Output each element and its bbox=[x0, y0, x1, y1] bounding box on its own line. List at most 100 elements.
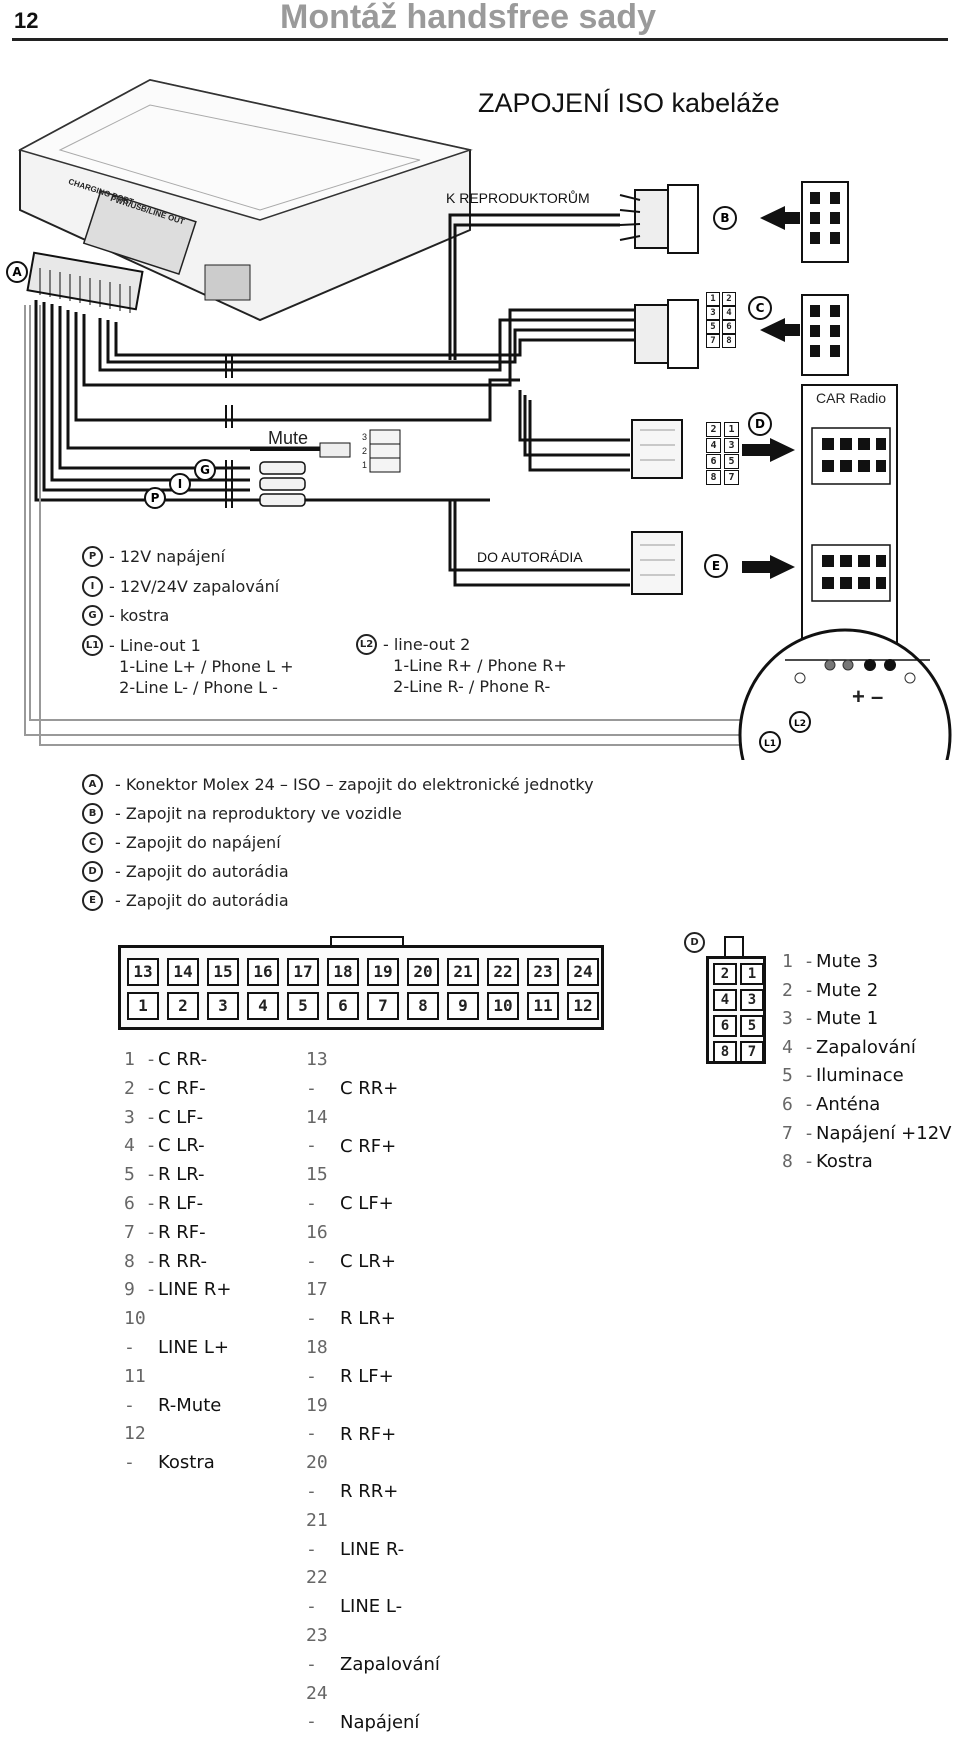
pin-label: Kostra bbox=[816, 1151, 873, 1173]
d-small-pin: 8 bbox=[706, 470, 721, 485]
molex-pin: 14 bbox=[167, 958, 199, 986]
pin-label: LINE R+ bbox=[158, 1279, 232, 1301]
pin-label: R-Mute bbox=[158, 1394, 222, 1416]
pin-legend-row: 6 -R LF- bbox=[124, 1190, 232, 1219]
pin-number: 5 - bbox=[124, 1164, 157, 1186]
pin-number: 7 - bbox=[124, 1221, 157, 1243]
c-pin: 7 bbox=[706, 334, 720, 348]
d-legend-row: 4 -Zapalování bbox=[782, 1034, 951, 1063]
pin-number: 3 - bbox=[124, 1106, 157, 1128]
badge-icon: I bbox=[82, 576, 103, 597]
pin-legend-row: 12 -Kostra bbox=[124, 1420, 232, 1478]
pin-label: C LR- bbox=[158, 1135, 205, 1157]
pin-label: LINE L+ bbox=[158, 1336, 230, 1358]
d-pin: 4 bbox=[713, 989, 737, 1011]
pin-legend-row: 15 -C LF+ bbox=[306, 1161, 440, 1219]
pin-label: C RF+ bbox=[340, 1135, 397, 1157]
legend-text: - line-out 2 1-Line R+ / Phone R+ 2-Line… bbox=[383, 635, 567, 696]
pin-label: Napájení +12V bbox=[816, 1122, 952, 1144]
c-pin: 2 bbox=[722, 292, 736, 306]
molex-pin: 3 bbox=[207, 992, 239, 1020]
molex-pin: 9 bbox=[447, 992, 479, 1020]
legend-text: - Konektor Molex 24 – ISO – zapojit do e… bbox=[115, 775, 594, 794]
molex-pin: 5 bbox=[287, 992, 319, 1020]
pin-number: 14 - bbox=[306, 1106, 328, 1157]
molex-pin: 22 bbox=[487, 958, 519, 986]
svg-text:C: C bbox=[756, 301, 765, 315]
svg-text:E: E bbox=[712, 559, 720, 573]
pin-legend-row: 7 -R RF- bbox=[124, 1219, 232, 1248]
legend-e: E - Zapojit do autorádia bbox=[82, 890, 289, 911]
pin-number: 4 - bbox=[782, 1036, 815, 1058]
pin-number: 10 - bbox=[124, 1308, 146, 1358]
pin-number: 3 - bbox=[782, 1008, 815, 1030]
svg-text:L2: L2 bbox=[794, 719, 806, 729]
badge-icon: B bbox=[82, 803, 103, 824]
molex-pin: 16 bbox=[247, 958, 279, 986]
molex-pin: 8 bbox=[407, 992, 439, 1020]
legend-text: - Line-out 1 1-Line L+ / Phone L + 2-Lin… bbox=[109, 636, 294, 697]
pin-number: 17 - bbox=[306, 1279, 328, 1330]
pin-legend-row: 3 -C LF- bbox=[124, 1104, 232, 1133]
molex-pin: 1 bbox=[127, 992, 159, 1020]
legend-p: P - 12V napájení bbox=[82, 546, 225, 567]
mute-label: Mute bbox=[268, 428, 309, 448]
molex-pin: 7 bbox=[367, 992, 399, 1020]
molex-pin: 19 bbox=[367, 958, 399, 986]
diagram-title: ZAPOJENÍ ISO kabeláže bbox=[478, 88, 780, 118]
d-legend-row: 5 -Iluminace bbox=[782, 1062, 951, 1091]
molex-pin: 15 bbox=[207, 958, 239, 986]
c-pin: 3 bbox=[706, 306, 720, 320]
pin-number: 20 - bbox=[306, 1452, 328, 1502]
pin-label: C RR+ bbox=[340, 1077, 399, 1099]
svg-text:A: A bbox=[12, 265, 22, 279]
header-divider bbox=[12, 38, 948, 41]
molex-pin: 18 bbox=[327, 958, 359, 986]
pin-number: 1 - bbox=[782, 951, 815, 972]
pin-label: Anténa bbox=[816, 1093, 881, 1115]
pin-label: Mute 1 bbox=[816, 1008, 879, 1030]
legend-l2: L2 - line-out 2 1-Line R+ / Phone R+ 2-L… bbox=[356, 634, 567, 697]
d-legend-row: 8 -Kostra bbox=[782, 1148, 951, 1177]
pin-legend-row: 11 -R-Mute bbox=[124, 1363, 232, 1421]
svg-text:D: D bbox=[755, 417, 765, 431]
pin-label: Mute 2 bbox=[816, 979, 879, 1001]
d-pin: 3 bbox=[740, 989, 764, 1011]
d-legend-row: 7 -Napájení +12V bbox=[782, 1120, 951, 1149]
pin-label: LINE L- bbox=[340, 1596, 403, 1618]
legend-b: B - Zapojit na reproduktory ve vozidle bbox=[82, 803, 402, 824]
pin-number: 19 - bbox=[306, 1394, 328, 1445]
d-connector-latch bbox=[724, 936, 744, 958]
badge-d-icon: D bbox=[684, 932, 705, 953]
d-legend-row: 1 -Mute 3 bbox=[782, 948, 951, 977]
pin-label: R RF+ bbox=[340, 1423, 397, 1445]
pin-legend-row: 20 -R RR+ bbox=[306, 1449, 440, 1507]
pin-number: 2 - bbox=[782, 979, 815, 1001]
pin-label: C LR+ bbox=[340, 1250, 396, 1272]
legend-g: G - kostra bbox=[82, 605, 169, 626]
c-pin: 4 bbox=[722, 306, 736, 320]
pin-label: Kostra bbox=[158, 1452, 215, 1474]
pin-label: Napájení bbox=[340, 1711, 420, 1733]
svg-text:L1: L1 bbox=[764, 739, 776, 749]
badge-icon: L1 bbox=[82, 635, 103, 656]
pin-label: R LR- bbox=[158, 1164, 205, 1186]
molex-pin: 4 bbox=[247, 992, 279, 1020]
badge-icon: E bbox=[82, 890, 103, 911]
d-legend-row: 2 -Mute 2 bbox=[782, 977, 951, 1006]
molex-pin: 17 bbox=[287, 958, 319, 986]
fuse-holders bbox=[259, 461, 306, 507]
connector-a-plug bbox=[26, 251, 144, 313]
d-pin: 1 bbox=[740, 963, 764, 985]
molex-pin: 6 bbox=[327, 992, 359, 1020]
pin-legend-row: 2 -C RF- bbox=[124, 1075, 232, 1104]
legend-text: - kostra bbox=[109, 606, 170, 625]
pin-number: 16 - bbox=[306, 1221, 328, 1272]
pin-number: 22 - bbox=[306, 1567, 328, 1618]
connector-c-pins: 1 2 3 4 5 6 7 8 bbox=[706, 292, 738, 348]
pin-legend-row: 18 -R LF+ bbox=[306, 1334, 440, 1392]
molex-pin: 24 bbox=[567, 958, 599, 986]
